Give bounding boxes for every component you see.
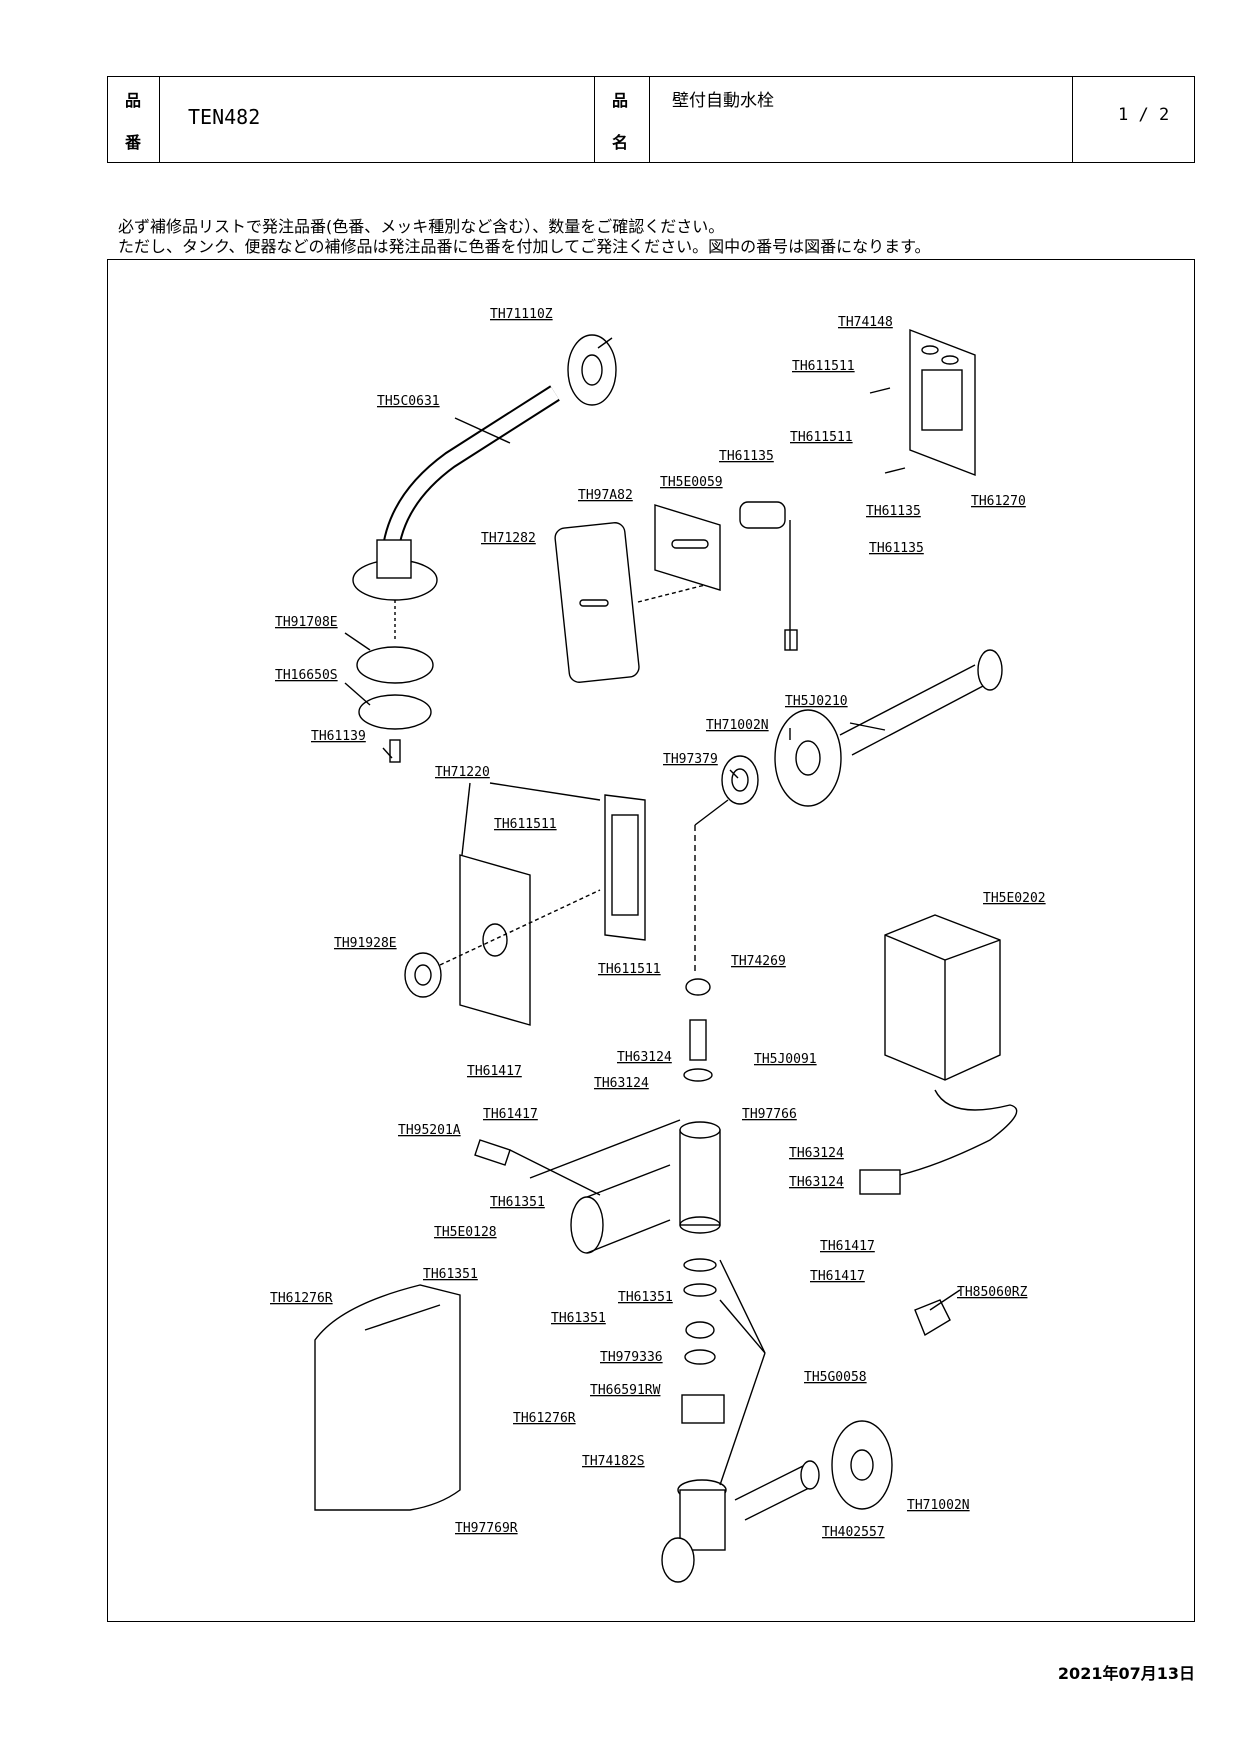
part-label: TH979336 <box>600 1350 663 1365</box>
note-line-1: 必ず補修品リストで発注品番(色番、メッキ種別など含む）、数量をご確認ください。 <box>118 217 725 236</box>
part-label: TH71220 <box>435 765 490 780</box>
part-label: TH74182S <box>582 1454 645 1469</box>
part-label: TH61417 <box>483 1107 538 1122</box>
part-label: TH97766 <box>742 1107 797 1122</box>
part-label: TH63124 <box>617 1050 672 1065</box>
part-label: TH61417 <box>810 1269 865 1284</box>
product-name-label: 品 <box>612 91 629 110</box>
part-label: TH5J0210 <box>785 694 848 709</box>
part-label: TH61276R <box>513 1411 576 1426</box>
part-label: TH63124 <box>789 1146 844 1161</box>
part-label: TH85060RZ <box>957 1285 1028 1300</box>
part-label: TH5E0128 <box>434 1225 497 1240</box>
part-label: TH61135 <box>719 449 774 464</box>
part-label: TH611511 <box>792 359 855 374</box>
part-label: TH71002N <box>907 1498 970 1513</box>
part-label: TH61417 <box>820 1239 875 1254</box>
header-table: 品 番 TEN482 品 名 壁付自動水栓 1 / 2 <box>107 76 1195 163</box>
part-label: TH611511 <box>790 430 853 445</box>
product-code-label: 品 <box>125 91 142 110</box>
product-name-label-2: 名 <box>612 133 629 152</box>
part-label: TH5E0059 <box>660 475 723 490</box>
part-label: TH611511 <box>598 962 661 977</box>
part-label: TH5G0058 <box>804 1370 867 1385</box>
part-label: TH66591RW <box>590 1383 661 1398</box>
part-label: TH74269 <box>731 954 786 969</box>
note-line-2: ただし、タンク、便器などの補修品は発注品番に色番を付加してご発注ください。図中の… <box>118 237 931 256</box>
page-number: 1 / 2 <box>1118 105 1170 125</box>
part-label: TH61351 <box>423 1267 478 1282</box>
part-label: TH61351 <box>490 1195 545 1210</box>
product-code: TEN482 <box>188 105 261 129</box>
part-label: TH61270 <box>971 494 1026 509</box>
part-label: TH71002N <box>706 718 769 733</box>
part-label: TH61135 <box>866 504 921 519</box>
issue-date: 2021年07月13日 <box>1057 1664 1195 1683</box>
part-label: TH611511 <box>494 817 557 832</box>
part-label: TH97379 <box>663 752 718 767</box>
part-label: TH61139 <box>311 729 366 744</box>
part-label: TH95201A <box>398 1123 461 1138</box>
part-label: TH5E0202 <box>983 891 1046 906</box>
part-label: TH71110Z <box>490 307 553 322</box>
part-label: TH97A82 <box>578 488 633 503</box>
part-label: TH63124 <box>594 1076 649 1091</box>
part-label: TH61351 <box>618 1290 673 1305</box>
part-label: TH61276R <box>270 1291 333 1306</box>
product-name: 壁付自動水栓 <box>672 91 774 111</box>
part-label: TH61417 <box>467 1064 522 1079</box>
part-label: TH61351 <box>551 1311 606 1326</box>
part-label: TH5J0091 <box>754 1052 817 1067</box>
part-label: TH61135 <box>869 541 924 556</box>
part-label: TH63124 <box>789 1175 844 1190</box>
part-label: TH5C0631 <box>377 394 440 409</box>
part-label: TH402557 <box>822 1525 885 1540</box>
part-label: TH91928E <box>334 936 397 951</box>
exploded-diagram-frame <box>107 259 1195 1622</box>
product-code-label-2: 番 <box>125 133 142 152</box>
part-label: TH91708E <box>275 615 338 630</box>
part-label: TH16650S <box>275 668 338 683</box>
part-label: TH71282 <box>481 531 536 546</box>
part-label: TH97769R <box>455 1521 518 1536</box>
part-label: TH74148 <box>838 315 893 330</box>
